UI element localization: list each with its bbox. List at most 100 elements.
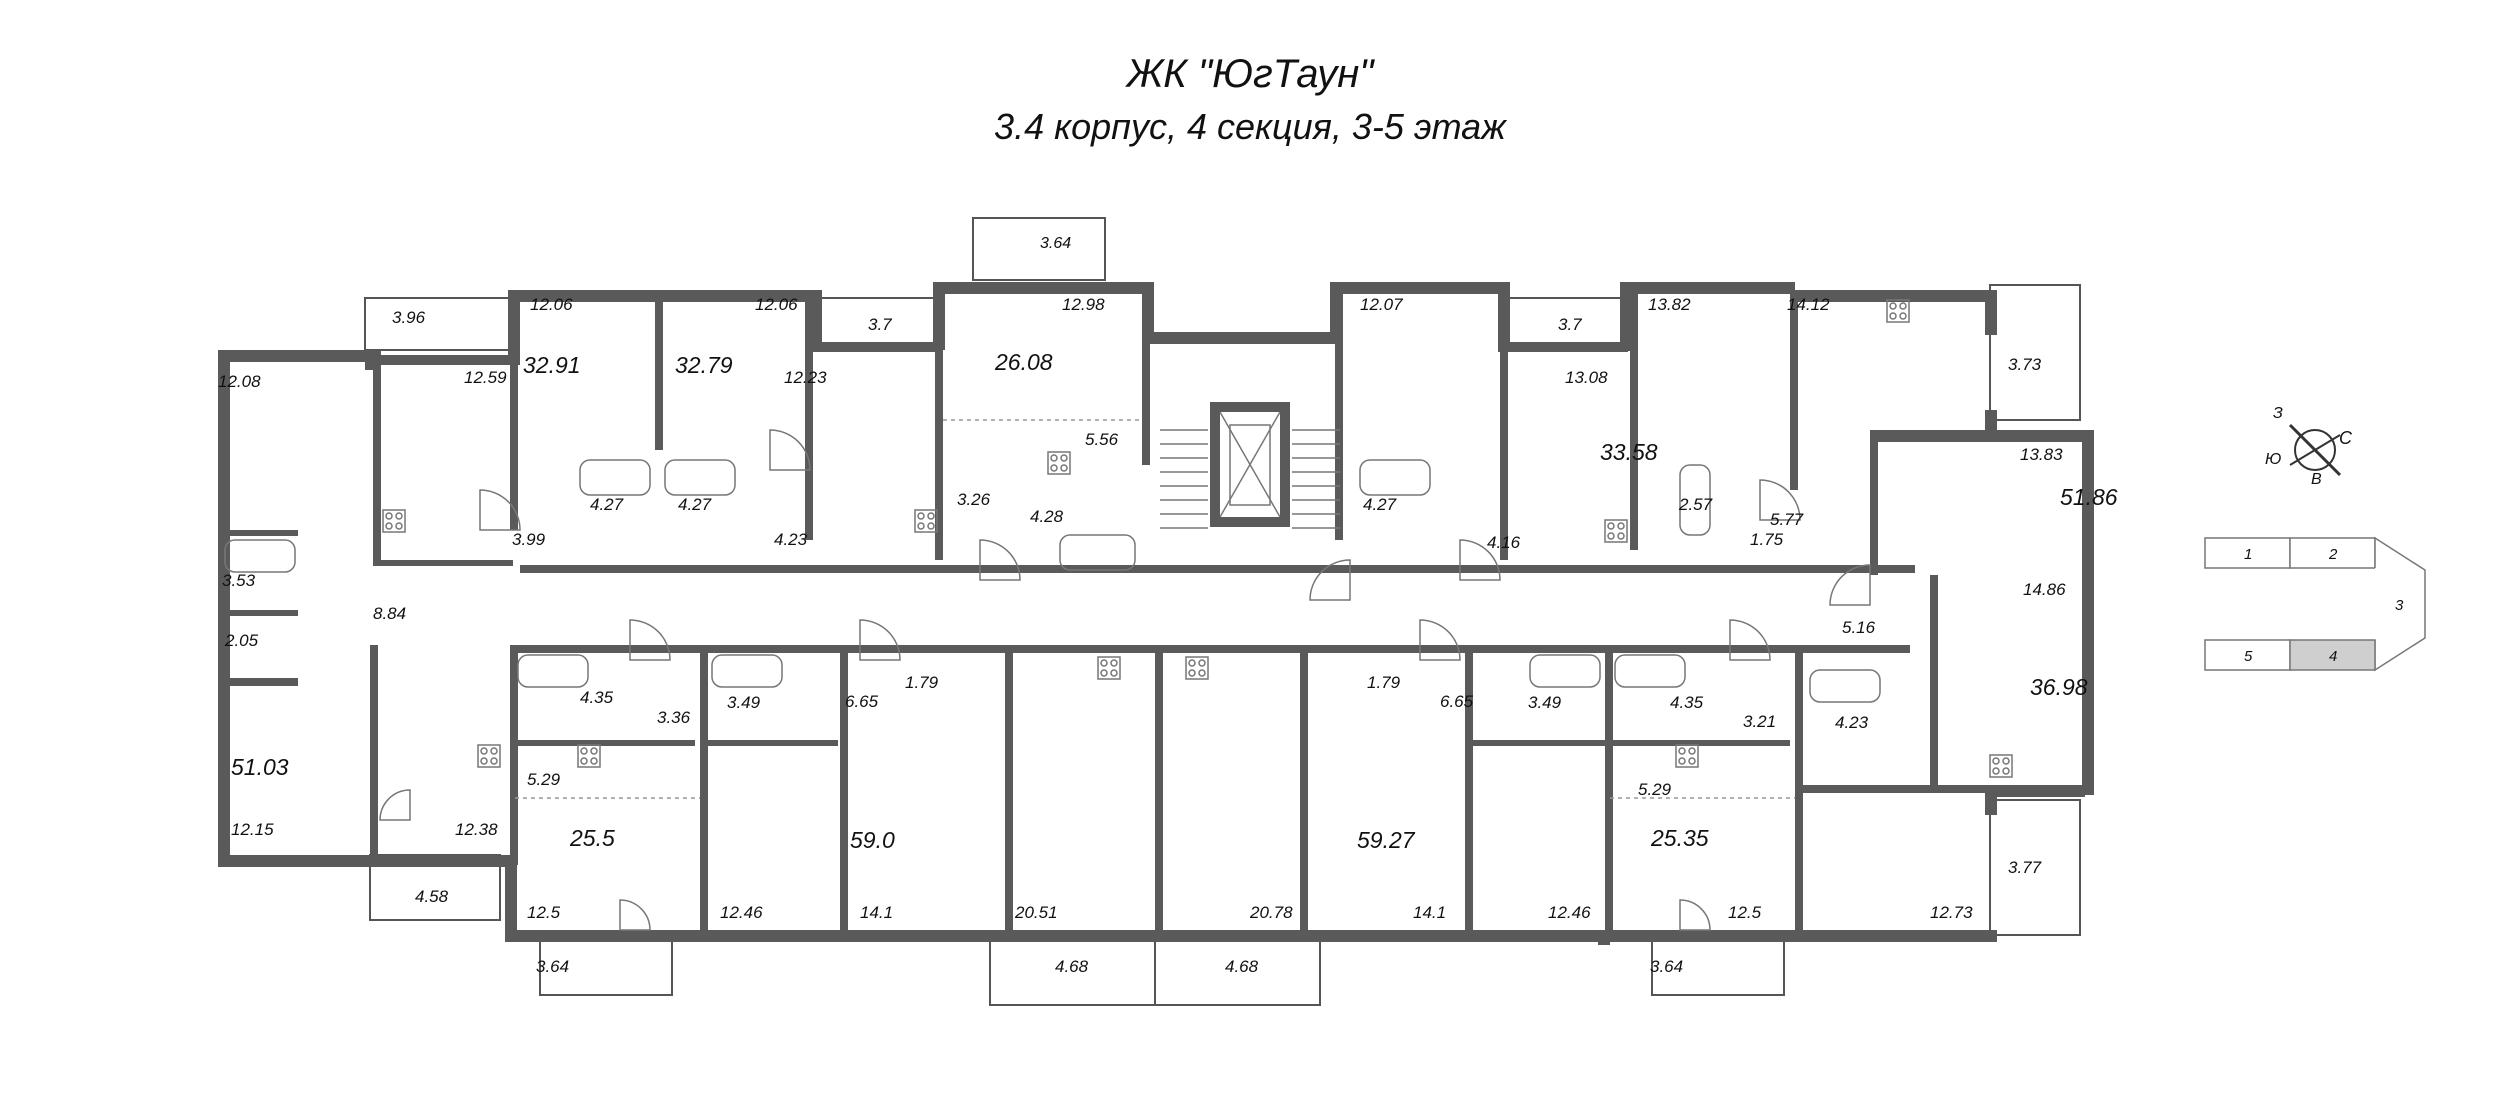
room-area-label: 25.5 — [569, 825, 615, 851]
room-area-label: 6.65 — [1440, 692, 1474, 711]
bathtub — [1614, 654, 1686, 688]
room-area-label: 12.06 — [530, 295, 573, 314]
stove-icon — [1097, 656, 1121, 680]
room-area-label: 59.0 — [850, 827, 895, 853]
stove-icon — [1989, 754, 2013, 778]
bathtub — [1529, 654, 1601, 688]
stove-icon — [1185, 656, 1209, 680]
room-area-label: 12.46 — [1548, 903, 1591, 922]
balcony-top-left — [364, 297, 511, 351]
room-area-label: 14.1 — [860, 903, 893, 922]
stove-icon — [1675, 744, 1699, 768]
room-area-label: 3.21 — [1743, 712, 1776, 731]
room-area-label: 3.7 — [1558, 315, 1582, 334]
zone-dividers — [515, 419, 1795, 799]
section-label-5: 5 — [2244, 648, 2253, 665]
room-area-label: 12.98 — [1062, 295, 1105, 314]
stove-icon — [914, 509, 938, 533]
compass-south: Ю — [2265, 451, 2281, 468]
room-area-label: 12.07 — [1360, 295, 1403, 314]
room-area-label: 3.53 — [222, 571, 256, 590]
room-area-label: 13.08 — [1565, 368, 1608, 387]
bathtub — [1359, 459, 1431, 496]
bathtub — [1679, 464, 1711, 536]
room-area-label: 3.96 — [392, 308, 426, 327]
room-area-label: 13.83 — [2020, 445, 2063, 464]
balcony-right-lower — [1989, 799, 2081, 936]
room-area-label: 12.5 — [1728, 903, 1762, 922]
room-area-label: 32.79 — [675, 352, 733, 378]
room-area-label: 5.16 — [1842, 618, 1876, 637]
room-area-label: 5.56 — [1085, 430, 1119, 449]
room-area-label: 33.58 — [1600, 439, 1658, 465]
room-area-label: 3.49 — [1528, 693, 1562, 712]
room-area-label: 2.57 — [1678, 495, 1713, 514]
compass-north: С — [2339, 428, 2353, 448]
room-area-label: 4.68 — [1225, 957, 1259, 976]
bathtub — [1809, 669, 1881, 703]
stove-icon — [1047, 451, 1071, 475]
bathtub — [711, 654, 783, 688]
room-area-label: 3.99 — [512, 530, 546, 549]
section-label-1: 1 — [2244, 546, 2252, 563]
room-area-label: 4.28 — [1030, 507, 1064, 526]
room-area-label: 12.08 — [218, 372, 261, 391]
compass: З С Ю В — [2265, 405, 2353, 488]
room-area-label: 12.38 — [455, 820, 498, 839]
room-area-label: 12.46 — [720, 903, 763, 922]
room-area-label: 4.27 — [678, 495, 712, 514]
room-area-label: 4.58 — [415, 887, 449, 906]
compass-ring — [2294, 429, 2336, 471]
room-area-label: 6.65 — [845, 692, 879, 711]
section-label-4: 4 — [2329, 648, 2337, 665]
page-subtitle: 3.4 корпус, 4 секция, 3-5 этаж — [994, 106, 1506, 147]
room-area-label: 4.35 — [1670, 693, 1704, 712]
stove-icon — [577, 744, 601, 768]
room-area-label: 12.15 — [231, 820, 274, 839]
balcony-top-center — [972, 217, 1106, 281]
section-map: 1 2 3 5 4 — [2204, 536, 2426, 672]
room-area-label: 59.27 — [1357, 827, 1416, 853]
room-area-label: 4.35 — [580, 688, 614, 707]
section-cell-2 — [2289, 537, 2376, 569]
stair-steps — [1160, 429, 1340, 529]
stove-icon — [382, 509, 406, 533]
room-area-label: 4.23 — [1835, 713, 1869, 732]
page-title: ЖК "ЮгТаун" — [1126, 52, 1374, 96]
room-area-label: 25.35 — [1650, 825, 1709, 851]
bathtub — [579, 459, 651, 496]
stove-icon — [1886, 299, 1910, 323]
room-area-label: 4.68 — [1055, 957, 1089, 976]
room-area-label: 3.7 — [868, 315, 892, 334]
section-cell-5 — [2204, 639, 2291, 671]
inner-walls — [218, 290, 1990, 930]
room-area-label: 20.51 — [1014, 903, 1058, 922]
section-label-2: 2 — [2328, 546, 2338, 563]
room-area-label: 3.26 — [957, 490, 991, 509]
room-area-label: 3.73 — [2008, 355, 2042, 374]
bathtub — [224, 539, 296, 573]
section-label-3: 3 — [2395, 597, 2404, 614]
room-area-label: 26.08 — [994, 349, 1053, 375]
room-area-label: 4.23 — [774, 530, 808, 549]
room-area-label: 8.84 — [373, 604, 406, 623]
room-area-label: 3.64 — [1040, 235, 1071, 252]
room-area-label: 51.86 — [2060, 484, 2118, 510]
door-swings — [379, 429, 1871, 931]
room-area-label: 3.49 — [727, 693, 761, 712]
stove-icon — [477, 744, 501, 768]
room-area-label: 12.59 — [464, 368, 507, 387]
stove-icon — [1604, 519, 1628, 543]
section-cell-4-current — [2289, 639, 2376, 671]
room-area-label: 36.98 — [2030, 674, 2088, 700]
room-area-label: 2.05 — [224, 631, 259, 650]
bathtubs — [224, 459, 1881, 703]
bathtub — [1059, 534, 1136, 571]
room-area-label: 3.77 — [2008, 858, 2042, 877]
room-area-label: 5.29 — [527, 770, 561, 789]
room-area-label: 14.1 — [1413, 903, 1446, 922]
room-area-label: 14.86 — [2023, 580, 2066, 599]
room-area-label: 5.29 — [1638, 780, 1672, 799]
